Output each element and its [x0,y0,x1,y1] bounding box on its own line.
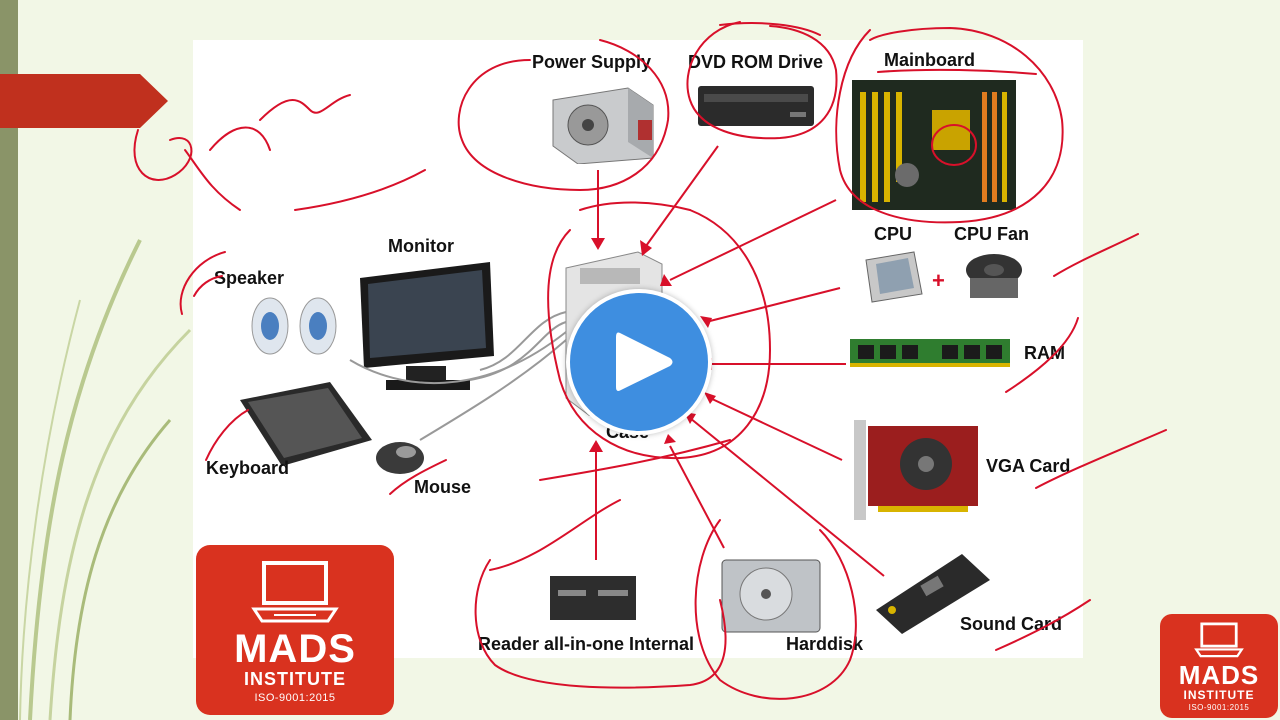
label-harddisk: Harddisk [786,634,864,654]
sound-card-image [876,554,990,634]
mads-institute-logo-large: MADS INSTITUTE ISO-9001:2015 [196,545,394,715]
logo-subtitle: INSTITUTE [1183,688,1255,702]
label-vga-card: VGA Card [986,456,1071,476]
monitor-image [360,262,494,390]
label-speaker: Speaker [214,268,285,288]
label-monitor: Monitor [388,236,454,256]
label-mainboard: Mainboard [884,50,976,70]
mainboard-image [852,80,1016,210]
logo-name: MADS [234,627,356,671]
cpu-fan-image [966,254,1022,298]
laptop-icon [251,561,339,623]
dvd-drive-image [698,86,814,126]
logo-iso: ISO-9001:2015 [254,692,336,704]
label-cpu: CPU [874,224,913,244]
label-mouse: Mouse [414,477,472,497]
label-power-supply: Power Supply [532,52,652,72]
logo-subtitle: INSTITUTE [244,669,346,689]
speaker-image [251,297,337,355]
label-dvd-rom-drive: DVD ROM Drive [688,52,824,72]
logo-name: MADS [1178,660,1260,690]
logo-iso: ISO-9001:2015 [1188,703,1250,712]
harddisk-image [721,559,821,633]
ram-image [850,339,1010,367]
red-arrow-tab [0,74,168,128]
reader-image [550,576,636,620]
mads-institute-logo-small: MADS INSTITUTE ISO-9001:2015 [1160,614,1278,718]
label-reader-all-in-one-internal: Reader all-in-one Internal [478,634,695,654]
label-plus: + [932,268,945,293]
power-supply-image [552,87,654,164]
vga-card-image [854,420,978,520]
grass-decoration [19,239,192,720]
laptop-icon [1194,622,1244,658]
play-icon [616,332,673,391]
label-cpu-fan: CPU Fan [954,224,1030,244]
cpu-image [865,251,923,303]
left-accent-strip [0,0,18,720]
keyboard-image [240,382,372,466]
video-play-button[interactable] [566,289,712,435]
label-keyboard: Keyboard [206,458,290,478]
mouse-image [376,442,424,474]
label-ram: RAM [1024,343,1065,363]
label-sound-card: Sound Card [960,614,1062,634]
